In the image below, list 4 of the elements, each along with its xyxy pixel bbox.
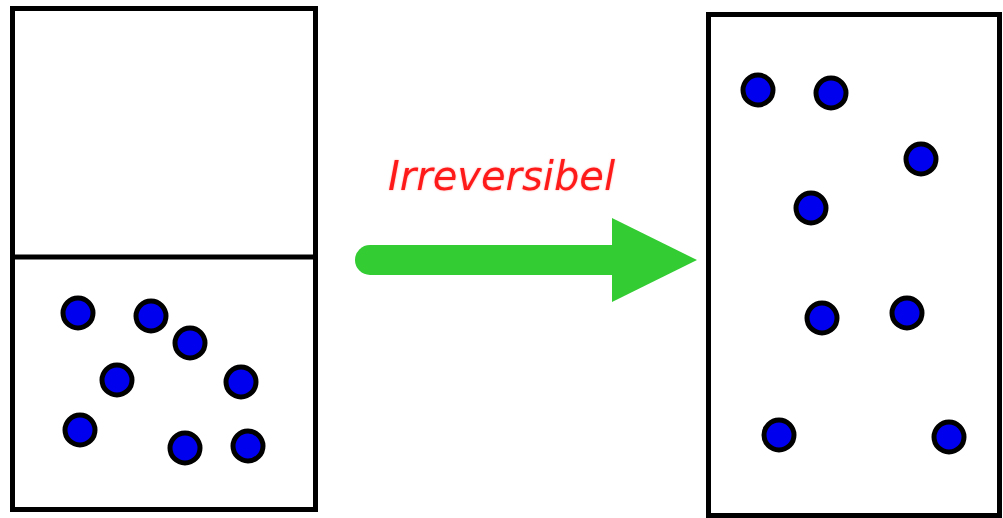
arrow: [355, 218, 697, 302]
container-box: [10, 6, 318, 512]
edge-label: Irreversibel: [388, 152, 616, 200]
container-box: [706, 12, 1002, 518]
